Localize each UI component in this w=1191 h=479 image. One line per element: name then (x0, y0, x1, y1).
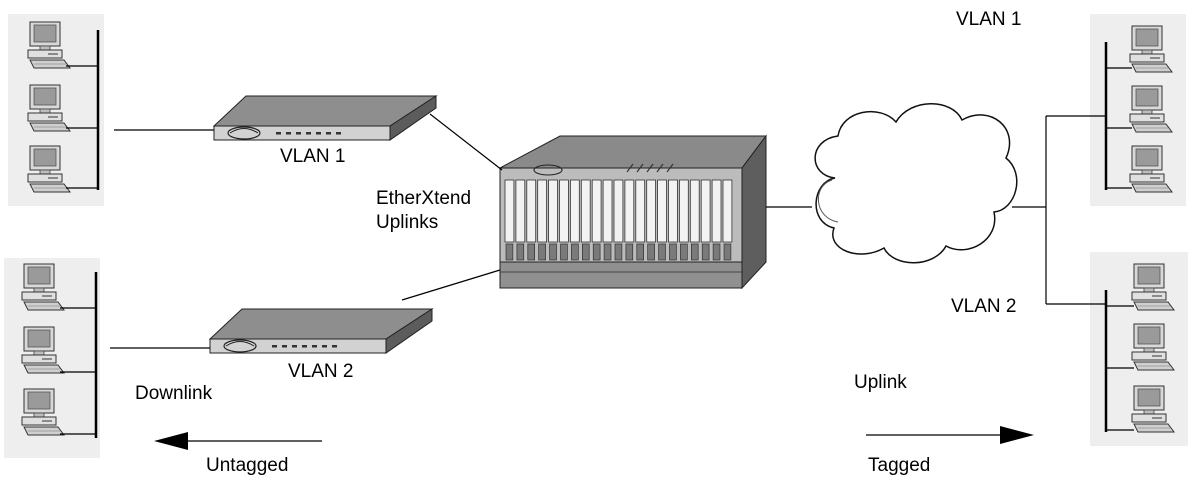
chassis-slot-card (526, 179, 537, 243)
chassis-slot-latch (636, 243, 644, 261)
chassis-slot-card (515, 179, 526, 243)
bottom-switch-vlan-label: VLAN 2 (288, 361, 354, 382)
chassis-slot-card (624, 179, 635, 243)
chassis-slot-latch (560, 243, 568, 261)
chassis-slot-card (602, 179, 613, 243)
left-top-workstation-group (8, 14, 104, 206)
right-vlan2-label: VLAN 2 (951, 296, 1017, 317)
untagged-arrow (154, 432, 322, 450)
untagged-label: Untagged (206, 455, 289, 476)
chassis-slot-latch (603, 243, 612, 261)
chassis-slot-card (613, 179, 624, 243)
left-bottom-workstation-group (4, 258, 100, 458)
chassis-slot-latch (614, 243, 623, 261)
chassis-slot-latch (658, 243, 666, 261)
network-cloud (814, 103, 1018, 264)
top-switch-vlan-label: VLAN 1 (280, 146, 346, 167)
tagged-label: Tagged (868, 455, 931, 476)
chassis-slot-card (580, 179, 591, 243)
chassis-slot-card (722, 179, 733, 243)
right-bottom-workstation-group (1090, 252, 1188, 446)
chassis-slot-card (646, 179, 657, 243)
chassis-slot-latch (505, 243, 514, 261)
chassis-slot-latch (516, 243, 525, 261)
tagged-arrow (866, 426, 1034, 444)
right-vlan1-label: VLAN 1 (956, 9, 1022, 30)
connection-lines (110, 113, 1106, 349)
chassis-slot-latch (647, 243, 655, 261)
uplink-label: Uplink (854, 372, 907, 393)
etherxtend-chassis (499, 134, 767, 290)
chassis-slot-card (635, 179, 646, 243)
chassis-slot-latch (571, 243, 579, 261)
chassis-label-line1: EtherXtend (376, 188, 472, 209)
chassis-slot-card (570, 179, 580, 243)
right-top-workstation-group (1090, 14, 1186, 206)
chassis-slot-card (679, 179, 689, 243)
bottom-switch (209, 308, 433, 354)
chassis-label-line2: Uplinks (376, 212, 439, 233)
chassis-slot-card (591, 179, 602, 243)
chassis-slot-card (537, 179, 548, 243)
top-switch (213, 95, 437, 141)
chassis-slot-latch (712, 243, 721, 261)
chassis-slot-card (668, 179, 678, 243)
chassis-slot-card (711, 179, 722, 243)
chassis-slot-card (657, 179, 667, 243)
chassis-slot-latch (690, 243, 699, 261)
chassis-slot-card (504, 179, 515, 243)
chassis-slot-latch (581, 243, 590, 261)
chassis-slot-latch (625, 243, 634, 261)
chassis-slot-latch (669, 243, 677, 261)
chassis-slot-latch (538, 243, 546, 261)
chassis-slot-card (689, 179, 700, 243)
chassis-slot-latch (723, 243, 732, 261)
chassis-slot-latch (701, 243, 710, 261)
chassis-slot-card (700, 179, 711, 243)
chassis-slot-latch (680, 243, 688, 261)
chassis-slot-card (559, 179, 569, 243)
downlink-label: Downlink (135, 383, 213, 404)
chassis-slot-latch (549, 243, 557, 261)
chassis-label: EtherXtend Uplinks (376, 187, 471, 235)
chassis-slot-card (548, 179, 558, 243)
chassis-slot-latch (527, 243, 535, 261)
chassis-slot-latch (592, 243, 601, 261)
